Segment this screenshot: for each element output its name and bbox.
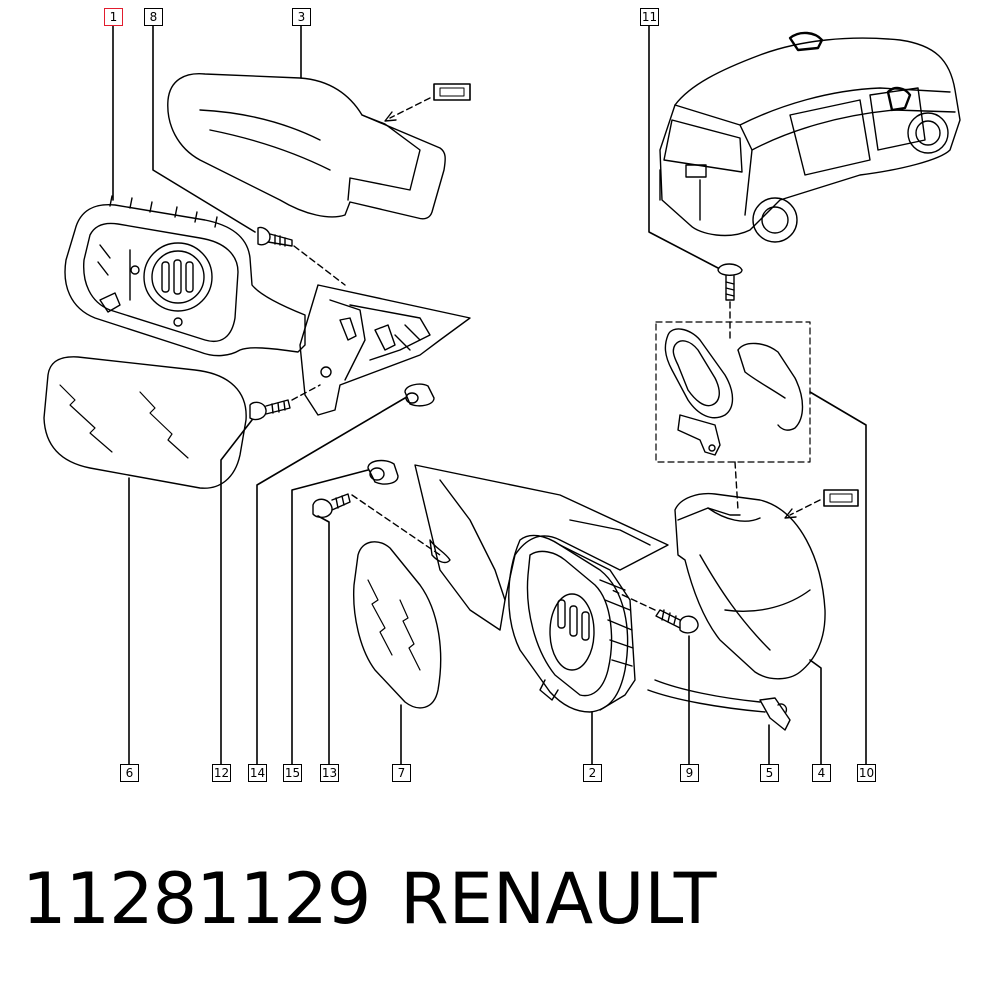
callout-15: 15 [283, 764, 302, 782]
screw-12 [249, 384, 321, 421]
clip-symbol-right [734, 461, 859, 519]
screw-9 [611, 589, 699, 634]
callout-6: 6 [120, 764, 139, 782]
callout-3: 3 [292, 8, 311, 26]
screw-8 [257, 226, 346, 286]
mirror-glass-left [43, 356, 247, 489]
brand-name: RENAULT [400, 858, 717, 940]
mirror-cap-upper [167, 73, 446, 220]
callout-8: 8 [144, 8, 163, 26]
callout-14: 14 [248, 764, 267, 782]
wire-harness-5 [647, 679, 791, 731]
dashed-group-box [655, 321, 811, 463]
leader-lines [112, 23, 867, 765]
clip-symbol-top [384, 83, 471, 122]
callout-10: 10 [857, 764, 876, 782]
mirror-glass-center [352, 541, 442, 709]
screw-11 [717, 263, 743, 341]
exploded-mirror-diagram [43, 23, 961, 765]
car-illustration [659, 31, 961, 243]
part-number: 11281129 [22, 858, 371, 940]
clip-15 [367, 459, 399, 485]
mirror-body-center [414, 464, 669, 713]
callout-5: 5 [760, 764, 779, 782]
clip-grommet-14 [404, 383, 435, 407]
mirror-base-bracket [299, 284, 471, 416]
callout-11: 11 [640, 8, 659, 26]
callout-2: 2 [583, 764, 602, 782]
callout-13: 13 [320, 764, 339, 782]
callout-9: 9 [680, 764, 699, 782]
callout-12: 12 [212, 764, 231, 782]
screw-13 [312, 493, 441, 556]
callout-4: 4 [812, 764, 831, 782]
callout-7: 7 [392, 764, 411, 782]
mirror-housing [64, 195, 306, 357]
callout-1: 1 [104, 8, 123, 26]
mirror-cap-lower [674, 492, 826, 680]
